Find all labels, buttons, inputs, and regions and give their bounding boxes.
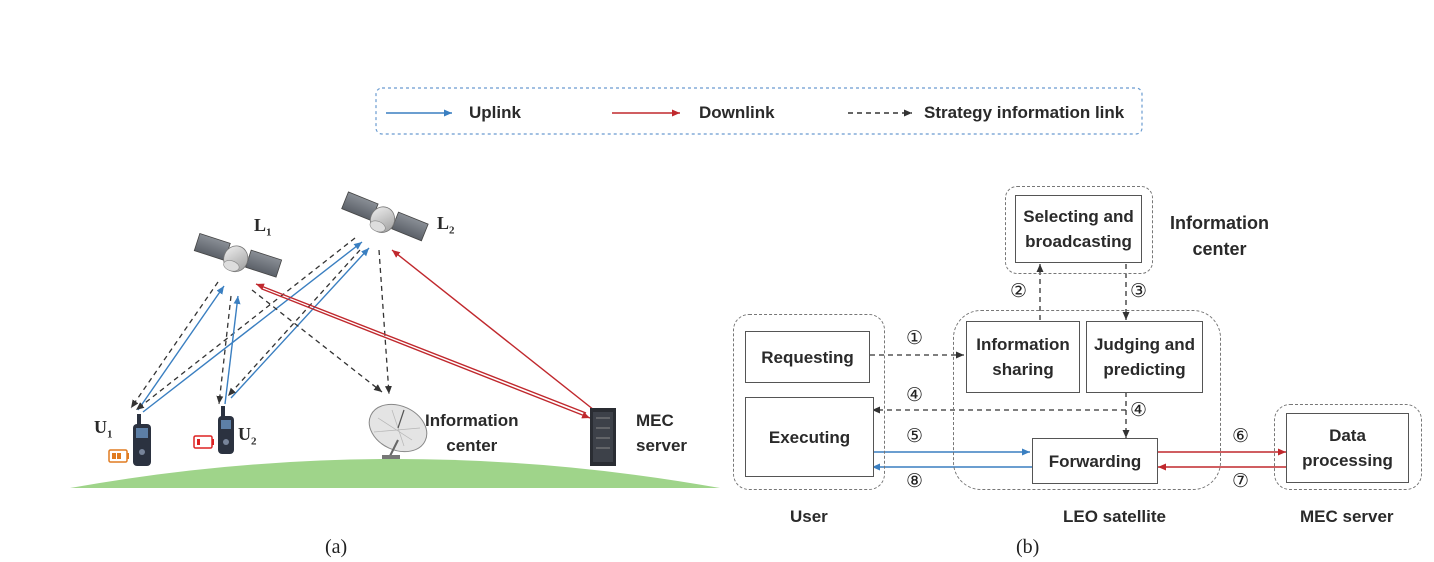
group-label-mec: MEC server: [1300, 507, 1394, 526]
step-2-label: ②: [1010, 280, 1028, 302]
step-7-label: ⑦: [1232, 470, 1250, 492]
phone-u2-icon: [218, 406, 234, 454]
step-4a-label: ④: [906, 384, 924, 406]
link-l2-u2-strategy: [227, 249, 361, 397]
box-requesting: Requesting: [745, 331, 870, 383]
user-u1-label: U1: [94, 417, 113, 441]
link-l1-u1-strategy: [130, 281, 219, 409]
group-leo-satellite: [953, 310, 1221, 490]
group-user: [733, 314, 885, 490]
group-info-center: [1005, 186, 1153, 274]
step-1-label: ①: [906, 327, 924, 349]
group-label-leo: LEO satellite: [1063, 507, 1166, 526]
link-u1-l1-up: [137, 285, 225, 411]
battery-u2-icon: [193, 435, 214, 449]
satellite-l2-icon: [341, 191, 429, 242]
ground-hill: [70, 459, 720, 488]
legend-uplink-label: Uplink: [469, 103, 521, 122]
battery-u1-icon: [108, 449, 129, 463]
caption-b: (b): [1016, 536, 1040, 558]
box-executing: Executing: [745, 397, 874, 477]
link-mec-l1: [255, 283, 587, 414]
link-u1-l2-up: [142, 241, 363, 413]
legend-downlink-label: Downlink: [699, 103, 775, 122]
step-5-label: ⑤: [906, 425, 924, 447]
satellite-l1-label: L1: [254, 215, 272, 239]
link-u2-l2-up: [230, 247, 370, 399]
satellite-l2-label: L2: [437, 213, 455, 237]
mec-server-rack-icon: [590, 408, 616, 466]
link-l2-info-strategy: [378, 249, 392, 395]
step-8-label: ⑧: [906, 470, 924, 492]
link-u2-l1-up: [224, 295, 241, 405]
step-4b-label: ④: [1130, 399, 1148, 421]
group-mec-server: [1274, 404, 1422, 490]
box-forwarding: Forwarding: [1032, 438, 1158, 484]
legend-box: [375, 87, 1143, 135]
phone-u1-icon: [133, 414, 151, 466]
group-label-user: User: [790, 507, 828, 526]
caption-a: (a): [325, 536, 348, 558]
link-l1-mec: [261, 288, 591, 419]
link-l2-u1-strategy: [135, 237, 356, 411]
legend-strategy-label: Strategy information link: [924, 103, 1125, 122]
link-l1-u2-strategy: [216, 295, 232, 405]
link-l1-info-strategy: [251, 289, 383, 393]
user-u2-label: U2: [238, 424, 257, 448]
satellite-dish-icon: [368, 403, 428, 459]
satellite-l1-icon: [193, 232, 283, 278]
link-mec-l2: [391, 249, 595, 411]
step-6-label: ⑥: [1232, 425, 1250, 447]
step-3-label: ③: [1130, 280, 1148, 302]
